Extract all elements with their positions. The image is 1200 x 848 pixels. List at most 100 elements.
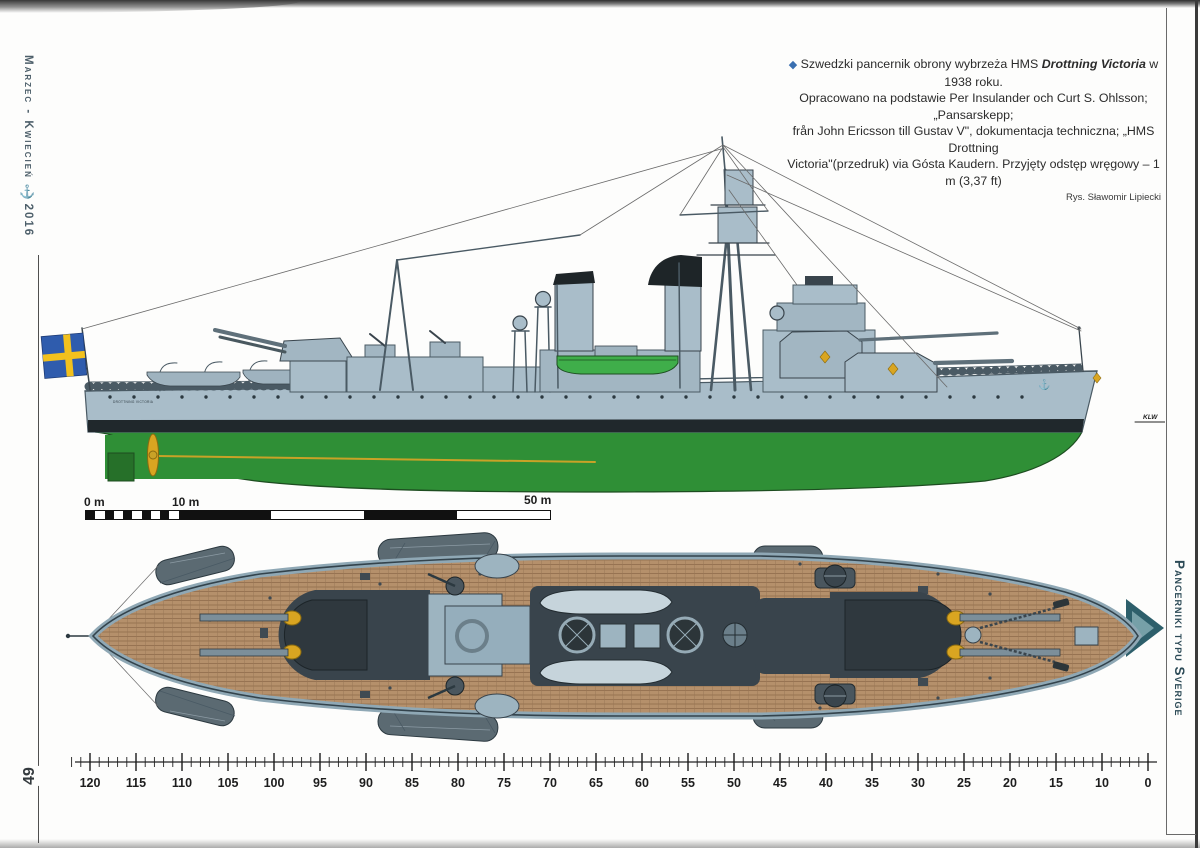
aa-gun (429, 330, 446, 344)
margin-rule-right (1166, 8, 1167, 835)
scale-label-0: 0 m (84, 495, 105, 509)
ship-name-emphasis: Drottning Victoria (1041, 57, 1146, 71)
kingpost (556, 284, 559, 389)
scan-edge-top-left (0, 0, 300, 13)
klw-label: KLW (1143, 414, 1158, 421)
scale-label-50: 50 m (524, 493, 552, 507)
ruler-label: 15 (1049, 776, 1063, 790)
ruler-label: 70 (543, 776, 557, 790)
scale-label-10: 10 m (172, 495, 200, 509)
aft-funnel (553, 271, 595, 352)
aft-gun-barrels-plan (199, 613, 289, 622)
scale-segment (132, 511, 142, 519)
ruler-label: 25 (957, 776, 971, 790)
scale-segment (113, 511, 124, 519)
scale-segment (104, 511, 114, 519)
bow-crest (1092, 372, 1102, 384)
side-profile-drawing: DROTTNING VICTORIA (40, 136, 1165, 493)
scale-segment (457, 511, 550, 519)
ruler-label: 75 (497, 776, 511, 790)
scan-edge-top (0, 0, 1200, 8)
anchor-plan (1052, 661, 1070, 672)
aa-gun (369, 333, 386, 347)
ruler-label: 90 (359, 776, 373, 790)
ruler-label: 50 (727, 776, 741, 790)
fwd-turret-plan (844, 599, 962, 671)
ruler-label: 115 (126, 776, 146, 790)
ruler-label: 120 (80, 776, 101, 790)
ruler-label: 80 (451, 776, 465, 790)
issue-label: Marzec - Kwiecień (22, 55, 34, 179)
ruler-label: 40 (819, 776, 833, 790)
ruler-label: 110 (172, 776, 192, 790)
motor-launch (556, 345, 679, 375)
ruler-label: 45 (773, 776, 787, 790)
bridge-plan (755, 598, 850, 674)
scale-segment (86, 511, 96, 519)
caption-block: ◆ Szwedzki pancernik obrony wybrzeża HMS… (782, 56, 1165, 207)
searchlight-tower (511, 315, 530, 393)
turret-crest (819, 350, 831, 364)
secondary-gun-barrel (858, 331, 999, 342)
caption-line-2: Opracowano na podstawie Per Insulander o… (799, 91, 1148, 122)
fore-funnel (648, 255, 702, 352)
barbette-ring (455, 619, 489, 653)
anchor-icon: ⚓ (21, 184, 36, 200)
rangefinder-plan (823, 564, 847, 708)
series-title-vertical: Pancerniki typu Sverige (1172, 560, 1187, 717)
rigging (81, 144, 1082, 388)
skylight (599, 623, 627, 649)
kingpost (678, 262, 681, 389)
skylight (633, 623, 661, 649)
anchor-plan (1052, 598, 1070, 609)
plan-view-drawing (65, 532, 1143, 742)
main-gun-barrel (932, 358, 1015, 366)
ruler-label: 60 (635, 776, 649, 790)
boot-stripe (88, 419, 1084, 432)
scale-segment (150, 511, 161, 519)
ships-boat (146, 371, 241, 387)
funnel-plan (666, 616, 704, 654)
hull-anchor: ⚓ (1038, 378, 1050, 391)
aft-deckhouse (346, 356, 484, 393)
ruler-label: 20 (1003, 776, 1017, 790)
caption-line-1: ◆ Szwedzki pancernik obrony wybrzeża HMS… (788, 57, 1159, 89)
ruler-label: 65 (589, 776, 603, 790)
caption-line-3: från John Ericsson till Gustav V", dokum… (792, 124, 1155, 155)
scale-segment (271, 511, 365, 519)
page-edge-right (1195, 0, 1198, 848)
ruler-label: 30 (911, 776, 925, 790)
aft-turret (279, 337, 353, 362)
stern-ship-name: DROTTNING VICTORIA (113, 400, 154, 404)
scale-segment (123, 511, 133, 519)
issue-date-vertical: Marzec - Kwiecień ⚓ 2016 (21, 55, 36, 237)
scale-segment (141, 511, 151, 519)
caption-line-4: Victoria"(przedruk) via Gósta Kaudern. P… (787, 157, 1160, 188)
scale-segment (160, 511, 170, 519)
derrick-boom (396, 234, 581, 261)
anchor-chain (979, 640, 1056, 664)
ruler-label: 0 (1145, 776, 1152, 790)
rudder (107, 452, 135, 482)
scale-segment (169, 511, 179, 519)
davit (158, 362, 178, 392)
aft-turret-plan (283, 599, 368, 671)
ruler-label: 105 (218, 776, 239, 790)
anchor-chain (979, 606, 1056, 630)
turret-crest (887, 362, 899, 376)
porthole-row (108, 395, 1024, 399)
scale-bar (85, 510, 551, 520)
ruler-label: 10 (1095, 776, 1109, 790)
ruler-label: 95 (313, 776, 327, 790)
margin-rule-right-foot (1166, 834, 1196, 835)
issue-year: 2016 (22, 203, 34, 238)
aft-gun-barrel (213, 328, 287, 348)
capstan (964, 626, 982, 644)
diamond-bullet-icon: ◆ (788, 59, 798, 71)
ruler-label: 100 (264, 776, 285, 790)
deck-fittings (208, 562, 992, 710)
scale-segment (364, 511, 458, 519)
deck-boat-plan (539, 589, 673, 615)
scan-edge-bottom (0, 839, 1200, 848)
